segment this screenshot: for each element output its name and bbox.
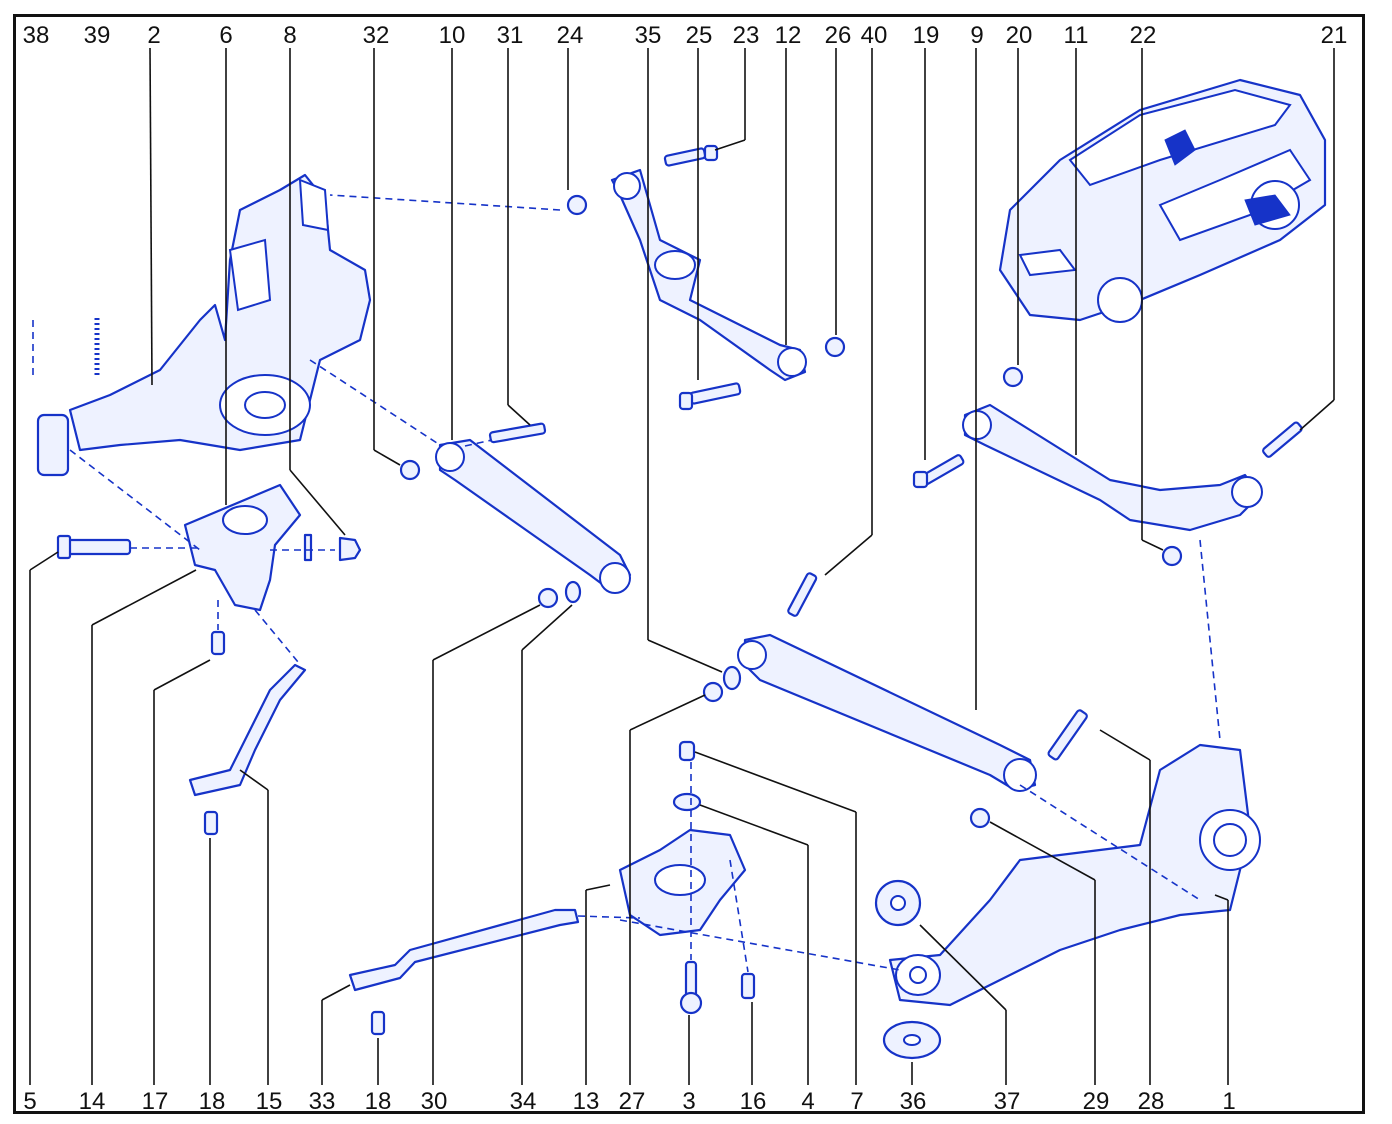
callout-top-12: 23 xyxy=(732,22,760,49)
callout-bottom-3: 17 xyxy=(141,1088,169,1115)
bolt-17 xyxy=(210,600,226,656)
nut-20 xyxy=(1002,366,1024,388)
bolt-18-left xyxy=(203,810,219,836)
callout-top-18: 20 xyxy=(1005,22,1033,49)
callout-bottom-14: 4 xyxy=(801,1088,815,1115)
bolt-16 xyxy=(729,859,756,1000)
bolt-25 xyxy=(678,382,742,411)
callout-top-1: 38 xyxy=(22,22,50,49)
upper-arm-12 xyxy=(610,168,807,382)
callout-bottom-10: 13 xyxy=(572,1088,600,1115)
callout-bottom-13: 16 xyxy=(739,1088,767,1115)
bracket-6 xyxy=(183,483,302,612)
callout-top-6: 32 xyxy=(362,22,390,49)
bolt-3 xyxy=(679,762,703,1015)
callout-top-11: 25 xyxy=(685,22,713,49)
callout-bottom-5: 15 xyxy=(255,1088,283,1115)
diagram-frame xyxy=(13,14,1365,1114)
callout-top-16: 19 xyxy=(912,22,940,49)
bushing-38 xyxy=(32,320,70,477)
nut-26 xyxy=(824,336,846,358)
nut-29 xyxy=(969,807,991,829)
nut-32 xyxy=(399,459,421,481)
anti-roll-link-15 xyxy=(188,609,307,797)
bolt-40 xyxy=(787,572,818,617)
callout-bottom-9: 34 xyxy=(509,1088,537,1115)
rear-subframe-left xyxy=(68,173,372,452)
callout-top-9: 24 xyxy=(556,22,584,49)
callout-top-3: 2 xyxy=(147,22,161,49)
nut-22 xyxy=(1161,539,1221,741)
callout-bottom-12: 3 xyxy=(682,1088,696,1115)
spring-pad-37 xyxy=(874,879,922,927)
bump-stop-7 xyxy=(678,740,696,762)
nut-30 xyxy=(537,587,559,609)
nut-27 xyxy=(702,681,724,703)
washer-4 xyxy=(672,792,702,812)
car-overview-illustration xyxy=(998,78,1327,323)
callout-top-2: 39 xyxy=(83,22,111,49)
washer-35 xyxy=(722,665,742,691)
callout-bottom-2: 14 xyxy=(78,1088,106,1115)
callout-bottom-19: 28 xyxy=(1137,1088,1165,1115)
rear-subframe-right xyxy=(888,743,1261,1007)
callout-bottom-20: 1 xyxy=(1222,1088,1236,1115)
callout-top-14: 26 xyxy=(824,22,852,49)
lower-arm-10 xyxy=(435,438,632,594)
callout-bottom-4: 18 xyxy=(198,1088,226,1115)
callout-top-4: 6 xyxy=(219,22,233,49)
leader-lines xyxy=(29,47,1335,1085)
callout-bottom-15: 7 xyxy=(850,1088,864,1115)
callout-bottom-18: 29 xyxy=(1082,1088,1110,1115)
callout-bottom-8: 30 xyxy=(420,1088,448,1115)
callout-top-8: 31 xyxy=(496,22,524,49)
callout-top-21: 21 xyxy=(1320,22,1348,49)
spring-seat-13 xyxy=(618,828,747,937)
callout-top-17: 9 xyxy=(970,22,984,49)
bolt-28 xyxy=(1047,709,1088,761)
washer-34 xyxy=(564,580,582,604)
callout-top-15: 40 xyxy=(860,22,888,49)
callout-top-13: 12 xyxy=(774,22,802,49)
callout-top-10: 35 xyxy=(634,22,662,49)
callout-bottom-17: 37 xyxy=(993,1088,1021,1115)
callout-bottom-11: 27 xyxy=(618,1088,646,1115)
upper-arm-11 xyxy=(962,403,1263,532)
callout-top-5: 8 xyxy=(283,22,297,49)
anti-roll-link-33 xyxy=(348,908,641,992)
bolt-23 xyxy=(663,144,719,167)
callout-bottom-1: 5 xyxy=(23,1088,37,1115)
nut-8 xyxy=(270,533,362,562)
callout-bottom-7: 18 xyxy=(364,1088,392,1115)
bolt-19 xyxy=(912,454,965,489)
callout-bottom-16: 36 xyxy=(899,1088,927,1115)
callout-top-19: 11 xyxy=(1063,22,1089,49)
bolt-21 xyxy=(1262,421,1303,458)
callout-top-20: 22 xyxy=(1129,22,1157,49)
lower-arm-9 xyxy=(737,633,1037,792)
bolt-31 xyxy=(464,422,547,447)
callout-top-7: 10 xyxy=(438,22,466,49)
bolt-5 xyxy=(56,534,200,560)
callout-bottom-6: 33 xyxy=(308,1088,336,1115)
spring-seat-36 xyxy=(882,1020,942,1060)
nut-24 xyxy=(329,194,588,216)
bolt-18-right xyxy=(370,1010,386,1036)
